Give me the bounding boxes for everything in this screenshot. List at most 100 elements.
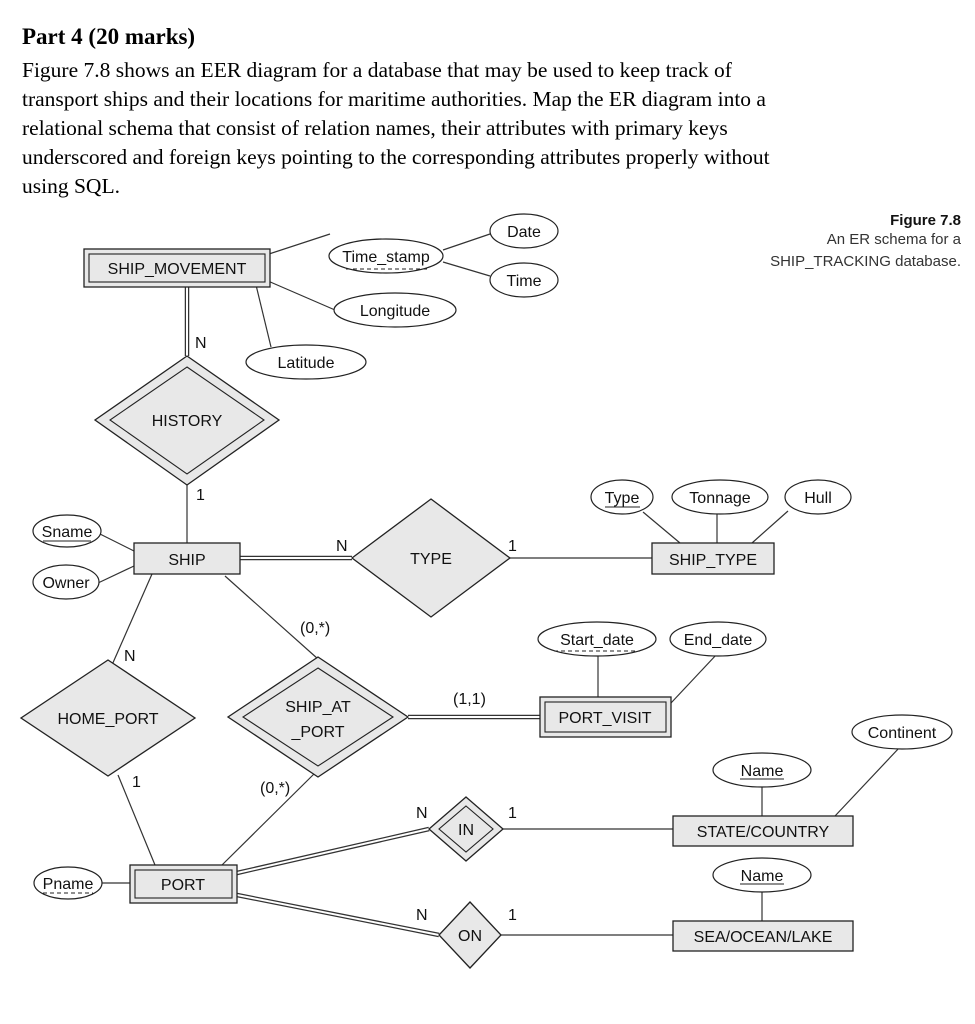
attr-time-stamp: Time_stamp	[328, 238, 444, 274]
attr-tonnage-label: Tonnage	[689, 490, 750, 507]
cardinality-shipatport-visit: (1,1)	[453, 691, 486, 708]
relationship-history-label: HISTORY	[152, 413, 223, 430]
cardinality-history-ship: 1	[196, 487, 205, 504]
figure-caption-line: An ER schema for a	[826, 231, 961, 248]
line-ship-homeport	[111, 573, 153, 666]
line-typeattr-shiptype	[642, 511, 681, 544]
attr-type: Type	[590, 479, 654, 515]
double-lines	[184, 287, 540, 938]
attr-sname: Sname	[32, 514, 102, 548]
line-movement-longitude	[267, 280, 336, 311]
line-owner-ship	[97, 565, 135, 584]
attr-sea-name: Name	[712, 857, 812, 893]
figure-title: Figure 7.8	[890, 212, 961, 229]
question-line: Figure 7.8 shows an EER diagram for a da…	[22, 58, 732, 82]
line-hull-shiptype	[751, 510, 789, 544]
attr-continent-label: Continent	[868, 725, 937, 742]
entity-state-country-label: STATE/COUNTRY	[697, 824, 830, 841]
attr-time-label: Time	[507, 273, 542, 290]
cardinality-in-state: 1	[508, 805, 517, 822]
relationship-home-port: HOME_PORT	[19, 659, 197, 777]
entity-ship-movement-label: SHIP_MOVEMENT	[108, 261, 247, 278]
entity-ship-type-label: SHIP_TYPE	[669, 552, 757, 569]
attr-time: Time	[489, 262, 559, 298]
question-text: Figure 7.8 shows an EER diagram for a da…	[22, 56, 972, 201]
cardinality-on-port: N	[416, 907, 428, 924]
line-timestamp-date	[442, 233, 491, 251]
relationship-on: ON	[438, 901, 502, 969]
relationship-type: TYPE	[350, 498, 512, 618]
line-movement-latitude	[255, 284, 272, 348]
entity-state-country: STATE/COUNTRY	[672, 815, 854, 847]
attr-owner: Owner	[32, 564, 100, 600]
line-movement-timestamp	[265, 233, 331, 256]
cardinality-homeport-ship: N	[124, 648, 136, 665]
attr-pname-label: Pname	[43, 876, 94, 893]
cardinality-in-port: N	[416, 805, 428, 822]
line-sname-ship	[99, 533, 135, 552]
attr-state-name: Name	[712, 752, 812, 788]
question-line: transport ships and their locations for …	[22, 87, 766, 111]
attr-hull: Hull	[784, 479, 852, 515]
figure-caption-line: SHIP_TRACKING database.	[770, 253, 961, 270]
question-line: using SQL.	[22, 174, 120, 198]
entity-port: PORT	[129, 864, 238, 904]
entity-port-visit-label: PORT_VISIT	[558, 710, 651, 727]
entity-ship-movement: SHIP_MOVEMENT	[83, 248, 271, 288]
relationship-in-label: IN	[458, 822, 474, 839]
relationship-on-label: ON	[458, 928, 482, 945]
relationship-in: IN	[428, 796, 504, 862]
attr-start-date-label: Start_date	[560, 632, 634, 649]
attr-continent: Continent	[851, 714, 953, 750]
question-line: underscored and foreign keys pointing to…	[22, 145, 770, 169]
cardinality-shipatport-ship: (0,*)	[300, 620, 330, 637]
line-ship-shipatport	[224, 575, 319, 660]
relationship-ship-at-port: SHIP_AT _PORT	[226, 656, 410, 778]
entity-ship: SHIP	[133, 542, 241, 575]
cardinality-shipatport-port: (0,*)	[260, 780, 290, 797]
attr-end-date-label: End_date	[684, 632, 753, 649]
attr-longitude: Longitude	[333, 292, 457, 328]
attr-date: Date	[489, 213, 559, 249]
entity-port-label: PORT	[161, 877, 205, 894]
line-continent-state	[834, 746, 901, 817]
relationship-history: HISTORY	[93, 355, 281, 486]
relationship-ship-at-port-label-2: _PORT	[290, 724, 344, 741]
cardinality-homeport-port: 1	[132, 774, 141, 791]
attr-sea-name-label: Name	[741, 868, 784, 885]
attr-state-name-label: Name	[741, 763, 784, 780]
cardinality-labels: N 1 N 1 N 1 (0,*) (0,*) (1,1) N 1 N 1	[124, 335, 517, 924]
line-shipatport-port	[221, 771, 317, 866]
entity-ship-label: SHIP	[168, 552, 205, 569]
question-heading: Part 4 (20 marks)	[22, 24, 196, 49]
attr-type-label: Type	[605, 490, 640, 507]
attr-hull-label: Hull	[804, 490, 832, 507]
cardinality-on-sea: 1	[508, 907, 517, 924]
attr-end-date: End_date	[669, 621, 767, 657]
attr-date-label: Date	[507, 224, 541, 241]
entity-sea-ocean-lake: SEA/OCEAN/LAKE	[672, 920, 854, 952]
cardinality-type-shiptype: 1	[508, 538, 517, 555]
entity-port-visit: PORT_VISIT	[539, 696, 672, 738]
attr-pname: Pname	[33, 866, 103, 900]
line-homeport-port	[117, 774, 156, 866]
figure-caption: Figure 7.8 An ER schema for a SHIP_TRACK…	[770, 212, 961, 273]
attr-sname-label: Sname	[42, 524, 93, 541]
single-lines	[97, 233, 901, 936]
cardinality-type-ship: N	[336, 538, 348, 555]
attr-time-stamp-label: Time_stamp	[342, 249, 430, 266]
line-enddate-portvisit	[670, 653, 718, 704]
attr-longitude-label: Longitude	[360, 303, 430, 320]
cardinality-history-movement: N	[195, 335, 207, 352]
relationship-home-port-label: HOME_PORT	[57, 711, 158, 728]
entity-sea-ocean-lake-label: SEA/OCEAN/LAKE	[694, 929, 833, 946]
attr-latitude-label: Latitude	[278, 355, 335, 372]
line-timestamp-time	[442, 261, 491, 277]
relationship-ship-at-port-label: SHIP_AT	[285, 699, 351, 716]
relationship-type-label: TYPE	[410, 551, 452, 568]
question-line: relational schema that consist of relati…	[22, 116, 728, 140]
attr-start-date: Start_date	[537, 621, 657, 657]
attr-owner-label: Owner	[42, 575, 90, 592]
attr-tonnage: Tonnage	[671, 479, 769, 515]
